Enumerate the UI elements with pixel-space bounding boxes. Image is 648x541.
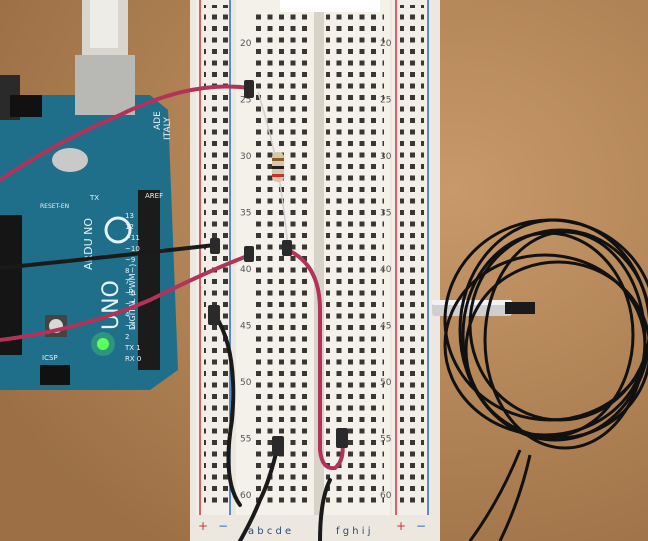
resistor — [257, 91, 289, 249]
pin-label: TX 1 — [124, 344, 141, 352]
red-wire-5v — [0, 84, 252, 182]
row-label: 20 — [380, 39, 392, 49]
pin-label: 13 — [125, 212, 134, 220]
pin-label: 2 — [125, 333, 129, 341]
row-label: 25 — [380, 96, 391, 106]
pin-labels: 13 12 ~11 ~10 ~9 8 7 ~6 ~5 4 ~3 2 TX 1 RX 0 — [124, 212, 141, 363]
pin-label: ~9 — [125, 256, 135, 264]
row-label: 55 — [380, 435, 391, 445]
tx-text: TX — [89, 194, 99, 202]
row-label: 60 — [240, 491, 252, 501]
black-wire-rail — [213, 313, 242, 507]
row-label: 60 — [380, 491, 392, 501]
row-label: 30 — [240, 152, 252, 162]
row-label: 45 — [240, 322, 251, 332]
pin-label: 7 — [125, 278, 129, 286]
pin-label: 8 — [125, 267, 129, 275]
row-label: 40 — [380, 265, 392, 275]
icsp-text: ICSP — [42, 354, 58, 362]
reset-text: RESET-EN — [40, 203, 69, 210]
wire-ends — [208, 80, 348, 456]
italy-text-1: ADE — [153, 111, 163, 130]
uno-text: UNO — [99, 280, 124, 330]
probe-cable-coil — [443, 218, 648, 541]
red-wire-pin — [0, 253, 252, 342]
minus-sign-right: − — [416, 519, 426, 533]
black-wires — [0, 243, 332, 541]
center-channel — [314, 0, 324, 515]
red-wires — [0, 84, 345, 471]
row-label: 25 — [240, 96, 251, 106]
arduino-brand-text: ARDU NO — [82, 218, 95, 270]
row-label: 40 — [240, 265, 252, 275]
row-label: 50 — [240, 378, 252, 388]
row-label: 20 — [240, 39, 252, 49]
pin-label: ~5 — [125, 300, 135, 308]
pin-label: 4 — [125, 311, 130, 319]
pin-label: RX 0 — [125, 355, 141, 363]
italy-text-2: ITALY — [163, 117, 173, 140]
aref-text: AREF — [145, 192, 163, 200]
pin-label: ~3 — [125, 322, 135, 330]
pin-label: ~6 — [125, 289, 136, 297]
row-label: 45 — [380, 322, 391, 332]
column-letters-left: a b c d e — [248, 526, 291, 537]
plus-sign-right: + — [396, 519, 406, 533]
row-label: 50 — [380, 378, 392, 388]
row-labels-right: 20 25 30 35 40 45 50 55 60 — [380, 39, 392, 501]
black-wire-sensor — [238, 443, 280, 541]
red-wire-sensor — [286, 248, 345, 471]
digital-header — [138, 190, 160, 370]
row-label: 30 — [380, 152, 392, 162]
plus-sign-left: + — [198, 519, 208, 533]
row-label: 35 — [380, 209, 391, 219]
pin-label: 12 — [125, 223, 134, 231]
pin-label: ~11 — [125, 234, 140, 242]
row-label: 35 — [240, 209, 251, 219]
minus-sign-left: − — [218, 519, 228, 533]
infinity-logo-icon — [104, 216, 132, 244]
pin-label: ~10 — [125, 245, 140, 253]
arduino-board: ARDU NO UNO ADE ITALY DIGITAL (PWM~) ARE… — [0, 0, 178, 390]
row-label: 55 — [240, 435, 251, 445]
digital-text: DIGITAL (PWM~) — [128, 264, 137, 330]
power-led — [97, 338, 109, 350]
row-labels-left: 20 25 30 35 40 45 50 55 60 — [240, 39, 252, 501]
column-letters-right: f g h i j — [336, 526, 370, 537]
black-wire-gnd — [0, 243, 217, 270]
usb-port — [75, 55, 135, 115]
